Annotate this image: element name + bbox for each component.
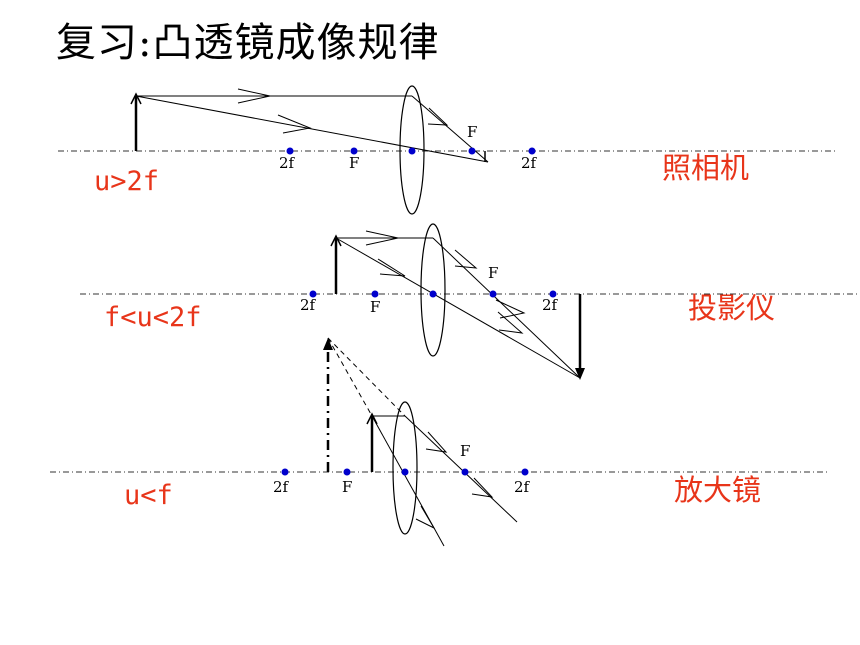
point-2f-left: [281, 468, 289, 476]
ray-arrow: [237, 88, 271, 104]
label-f-right: F: [460, 442, 470, 460]
label-f-left: F: [349, 154, 359, 172]
row-magnifier: 2f F F 2f u<f 放大镜: [50, 337, 830, 547]
label-f-left: F: [342, 478, 352, 496]
label-f-right: F: [488, 264, 498, 282]
convex-lens: [392, 401, 418, 535]
ray-arrow: [454, 249, 478, 269]
ray-arrow: [277, 114, 312, 134]
condition-label: u>2f: [94, 166, 159, 197]
object-arrow-head: [330, 234, 342, 247]
application-label: 投影仪: [688, 291, 775, 325]
ray-arrow: [377, 258, 406, 277]
ray-extension: [327, 337, 406, 417]
label-2f-right: 2f: [514, 478, 531, 496]
label-2f-right: 2f: [521, 154, 538, 172]
ray-arrow: [365, 230, 399, 246]
point-2f-right: [549, 290, 557, 298]
point-optical-center: [408, 147, 416, 155]
ray-refracted-focus: [404, 415, 518, 523]
ray-refracted-focus: [432, 237, 581, 379]
point-optical-center: [401, 468, 409, 476]
label-2f-left: 2f: [279, 154, 296, 172]
row-projector: 2f F F 2f f<u<2f 投影仪: [80, 223, 860, 380]
ray-center: [335, 237, 581, 379]
ray-arrow: [415, 505, 436, 530]
point-f-left: [371, 290, 379, 298]
point-2f-right: [521, 468, 529, 476]
point-2f-left: [309, 290, 317, 298]
point-2f-left: [286, 147, 294, 155]
application-label: 照相机: [662, 151, 749, 185]
slide-title: 复习:凸透镜成像规律: [56, 20, 440, 66]
label-2f-left: 2f: [273, 478, 290, 496]
ray-arrow: [471, 477, 494, 498]
point-f-right: [489, 290, 497, 298]
label-2f-right: 2f: [542, 296, 559, 314]
ray-extension: [327, 337, 373, 417]
condition-label: u<f: [124, 480, 173, 511]
ray-arrow: [427, 107, 449, 126]
point-f-left: [350, 147, 358, 155]
label-f-right: F: [467, 123, 477, 141]
point-f-right: [461, 468, 469, 476]
row-camera: 2f F F 2f u>2f 照相机: [58, 85, 835, 215]
ray-center: [135, 95, 489, 163]
point-optical-center: [429, 290, 437, 298]
label-f-left: F: [370, 298, 380, 316]
point-2f-right: [528, 147, 536, 155]
ray-arrow: [425, 431, 448, 453]
virtual-image-arrow-head: [323, 338, 333, 350]
image-arrow-head: [575, 368, 585, 380]
condition-label: f<u<2f: [104, 302, 202, 333]
label-2f-left: 2f: [300, 296, 317, 314]
point-f-right: [468, 147, 476, 155]
object-arrow-head: [130, 92, 142, 105]
convex-lens: [420, 223, 446, 357]
point-f-left: [343, 468, 351, 476]
object-arrow-head: [366, 412, 378, 425]
ray-arrow: [497, 311, 524, 334]
ray-arrow: [495, 299, 526, 319]
application-label: 放大镜: [674, 473, 761, 507]
